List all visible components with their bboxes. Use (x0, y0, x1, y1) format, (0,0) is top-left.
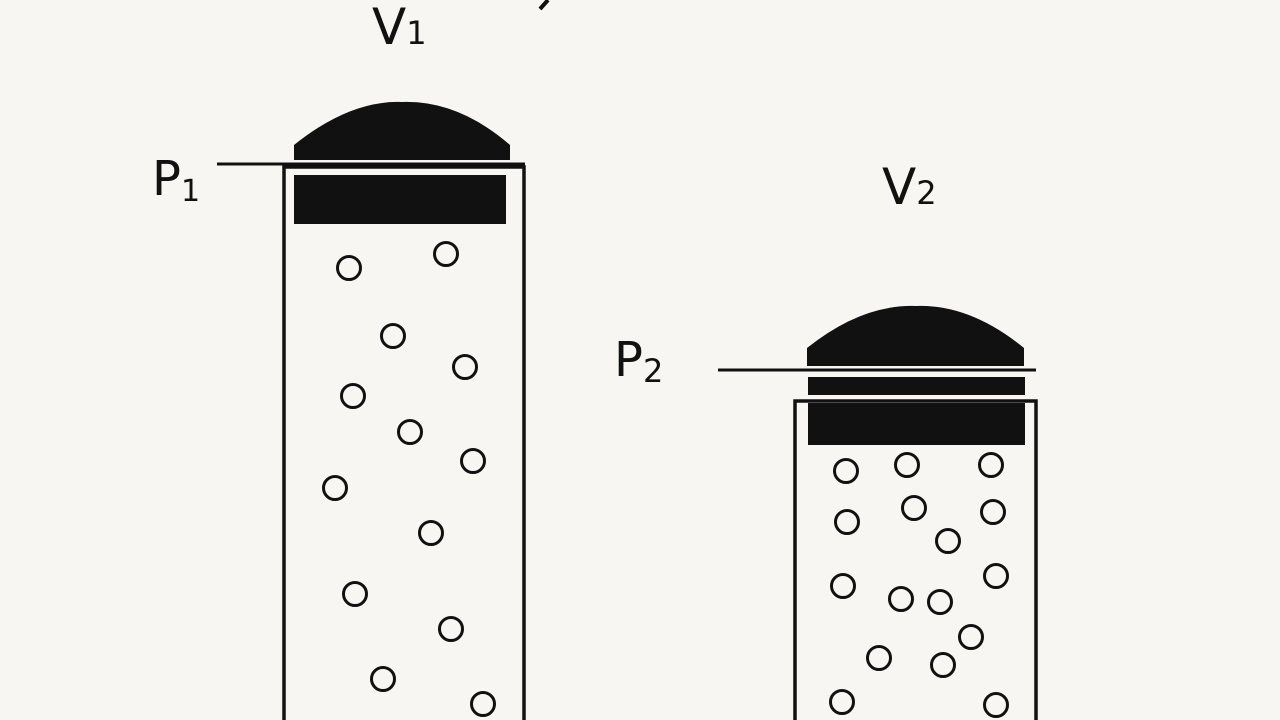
gas-particle (930, 652, 956, 678)
p1-label: P1 (152, 151, 200, 209)
right-cylinder-wall (793, 399, 1038, 720)
gas-particle (980, 499, 1006, 525)
right-gas-particles (829, 452, 1009, 718)
right-piston-block (808, 403, 1025, 445)
gas-particle (834, 509, 860, 535)
gas-particle (438, 616, 464, 642)
gas-particle (418, 520, 444, 546)
gas-particle (927, 589, 953, 615)
v1-label: V1 (372, 0, 427, 56)
gas-particle (322, 475, 348, 501)
gas-particle (978, 452, 1004, 478)
left-piston-block (294, 175, 506, 224)
gas-particle (380, 323, 406, 349)
gas-particle (342, 581, 368, 607)
right-cylinder-group: V2 P2 (614, 158, 1038, 720)
gas-particle (888, 586, 914, 612)
gas-particle (336, 255, 362, 281)
gas-particle (340, 383, 366, 409)
gas-particle (894, 452, 920, 478)
gas-particle (958, 624, 984, 650)
stray-mark (538, 0, 550, 11)
gas-particle (470, 691, 496, 717)
gas-particle (433, 241, 459, 267)
gas-particle (983, 692, 1009, 718)
left-gas-particles (322, 241, 496, 717)
gas-particle (829, 689, 855, 715)
p2-label: P2 (614, 332, 663, 390)
gas-particle (452, 354, 478, 380)
left-piston-cap (294, 101, 510, 160)
gas-particle (901, 495, 927, 521)
right-piston-cap (807, 305, 1024, 366)
right-piston-collar (808, 377, 1025, 395)
left-cylinder-wall (282, 165, 526, 720)
gas-particle (983, 563, 1009, 589)
gas-particle (935, 528, 961, 554)
left-cylinder-group: V1 P1 (152, 0, 526, 720)
gas-particle (460, 448, 486, 474)
v2-label: V2 (882, 158, 937, 216)
gas-particle (370, 666, 396, 692)
gas-particle (397, 419, 423, 445)
gas-particle (833, 458, 859, 484)
gas-particle (866, 645, 892, 671)
gas-particle (830, 573, 856, 599)
